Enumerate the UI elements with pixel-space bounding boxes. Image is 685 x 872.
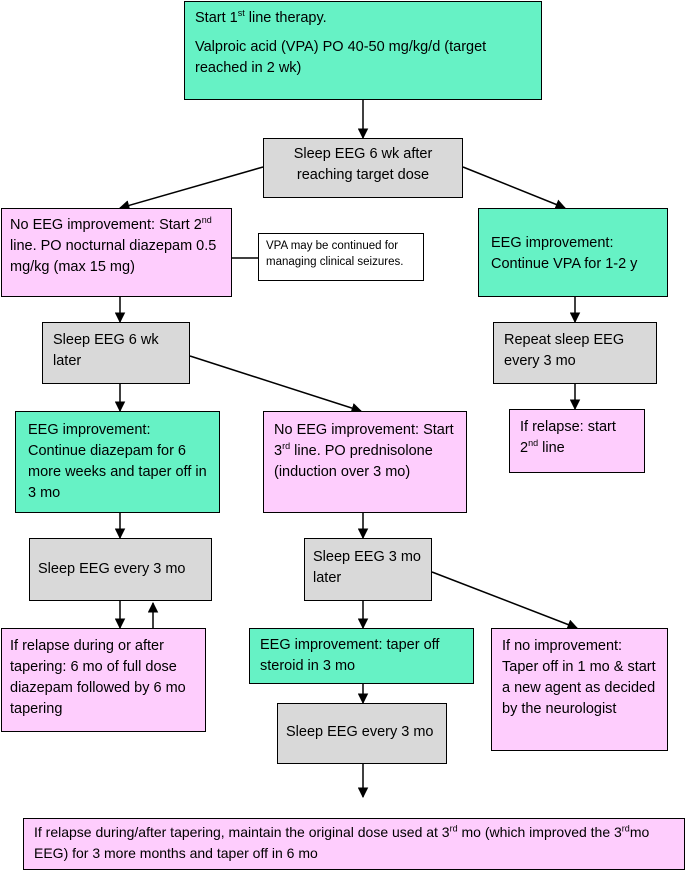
arrow-eeg6wk-later-to-no-improve-3rd bbox=[189, 355, 362, 414]
arrow-eeg3mo-to-no-improve-new bbox=[431, 571, 578, 630]
relapse-diazepam-box: If relapse during or after tapering: 6 m… bbox=[1, 628, 206, 732]
sleep-eeg-3mo-later-box: Sleep EEG 3 mo later bbox=[304, 538, 432, 601]
vpa-note-box: VPA may be continued for managing clinic… bbox=[258, 233, 424, 281]
eeg-6wk-target-box: Sleep EEG 6 wk after reaching target dos… bbox=[263, 138, 463, 198]
start-line2: Valproic acid (VPA) PO 40-50 mg/kg/d (ta… bbox=[195, 39, 487, 76]
eeg-6wk-later-box: Sleep EEG 6 wk later bbox=[42, 322, 190, 384]
improvement-continue-vpa-box: EEG improvement: Continue VPA for 1-2 y bbox=[478, 208, 668, 297]
improvement-diazepam-box: EEG improvement: Continue diazepam for 6… bbox=[15, 411, 220, 513]
relapse-2nd-line-box: If relapse: start 2nd line bbox=[509, 409, 645, 473]
no-improvement-2nd-line-box: No EEG improvement: Start 2nd line. PO n… bbox=[1, 208, 232, 297]
start-therapy-box: Start 1st line therapy. Valproic acid (V… bbox=[184, 1, 542, 100]
arrow-eeg6wk-to-no-improve bbox=[118, 166, 264, 211]
sleep-eeg-every-3mo-mid-box: Sleep EEG every 3 mo bbox=[277, 703, 447, 764]
final-relapse-box: If relapse during/after tapering, mainta… bbox=[23, 818, 685, 870]
sleep-eeg-every-3mo-left-box: Sleep EEG every 3 mo bbox=[29, 538, 212, 601]
arrow-eeg6wk-to-improve-vpa bbox=[462, 166, 566, 210]
improvement-taper-steroid-box: EEG improvement: taper off steroid in 3 … bbox=[249, 628, 474, 684]
start-line1: Start 1st line therapy. bbox=[195, 8, 327, 26]
no-improvement-new-agent-box: If no improvement: Taper off in 1 mo & s… bbox=[491, 628, 668, 751]
no-improvement-3rd-line-box: No EEG improvement: Start 3rd line. PO p… bbox=[263, 411, 467, 513]
repeat-sleep-eeg-box: Repeat sleep EEG every 3 mo bbox=[493, 322, 657, 384]
